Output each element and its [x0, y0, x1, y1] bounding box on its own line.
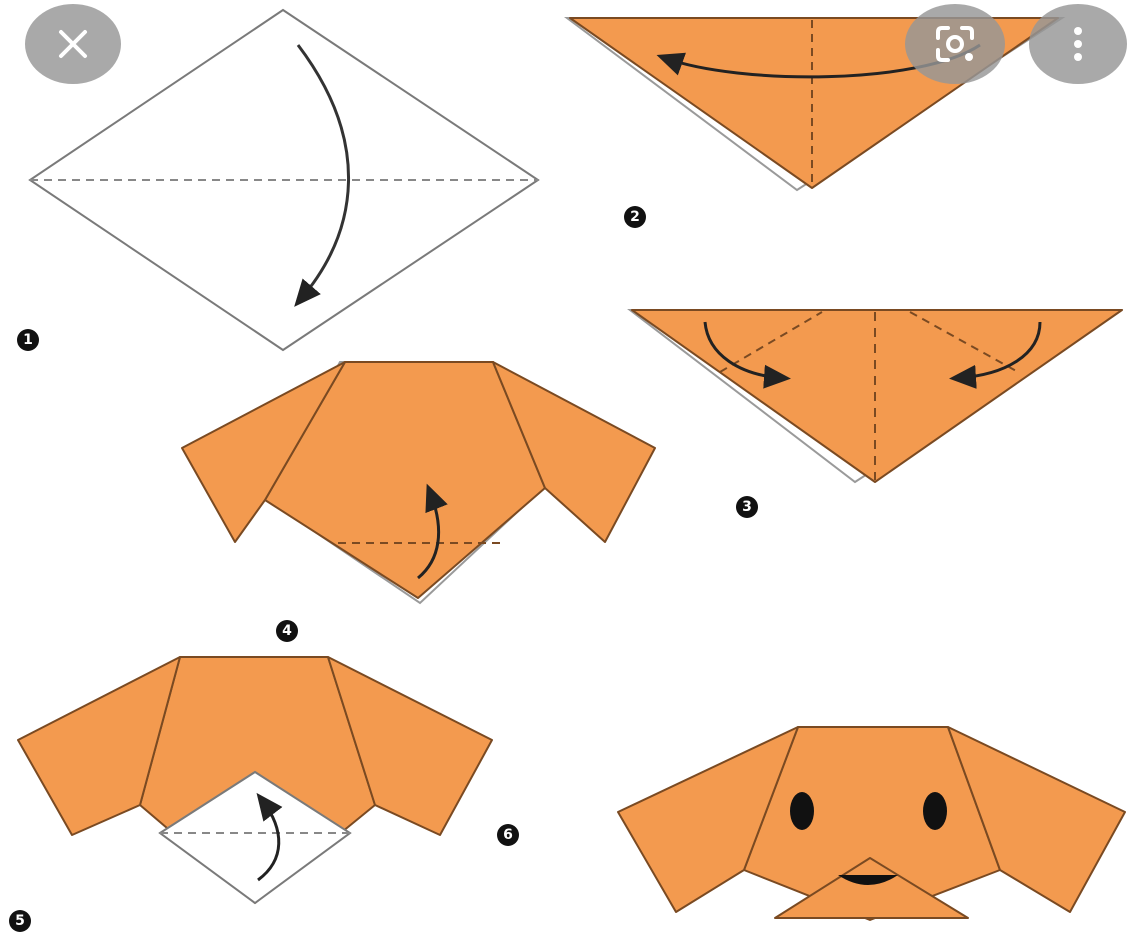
step-4-badge: 4	[276, 620, 298, 642]
step-5-diagram	[18, 657, 492, 903]
close-button[interactable]	[25, 4, 121, 84]
more-vertical-icon	[1071, 26, 1085, 62]
step-3-diagram	[630, 310, 1122, 482]
step-4-diagram	[182, 362, 655, 603]
step-6-diagram	[618, 727, 1125, 920]
more-options-button[interactable]	[1029, 4, 1127, 84]
close-icon	[55, 26, 91, 62]
step-5-badge: 5	[9, 910, 31, 932]
visual-search-button[interactable]	[905, 4, 1005, 84]
visual-search-icon	[932, 24, 978, 64]
step-2-badge: 2	[624, 206, 646, 228]
step-6-badge: 6	[497, 824, 519, 846]
step-1-badge: 1	[17, 329, 39, 351]
step-3-badge: 3	[736, 496, 758, 518]
